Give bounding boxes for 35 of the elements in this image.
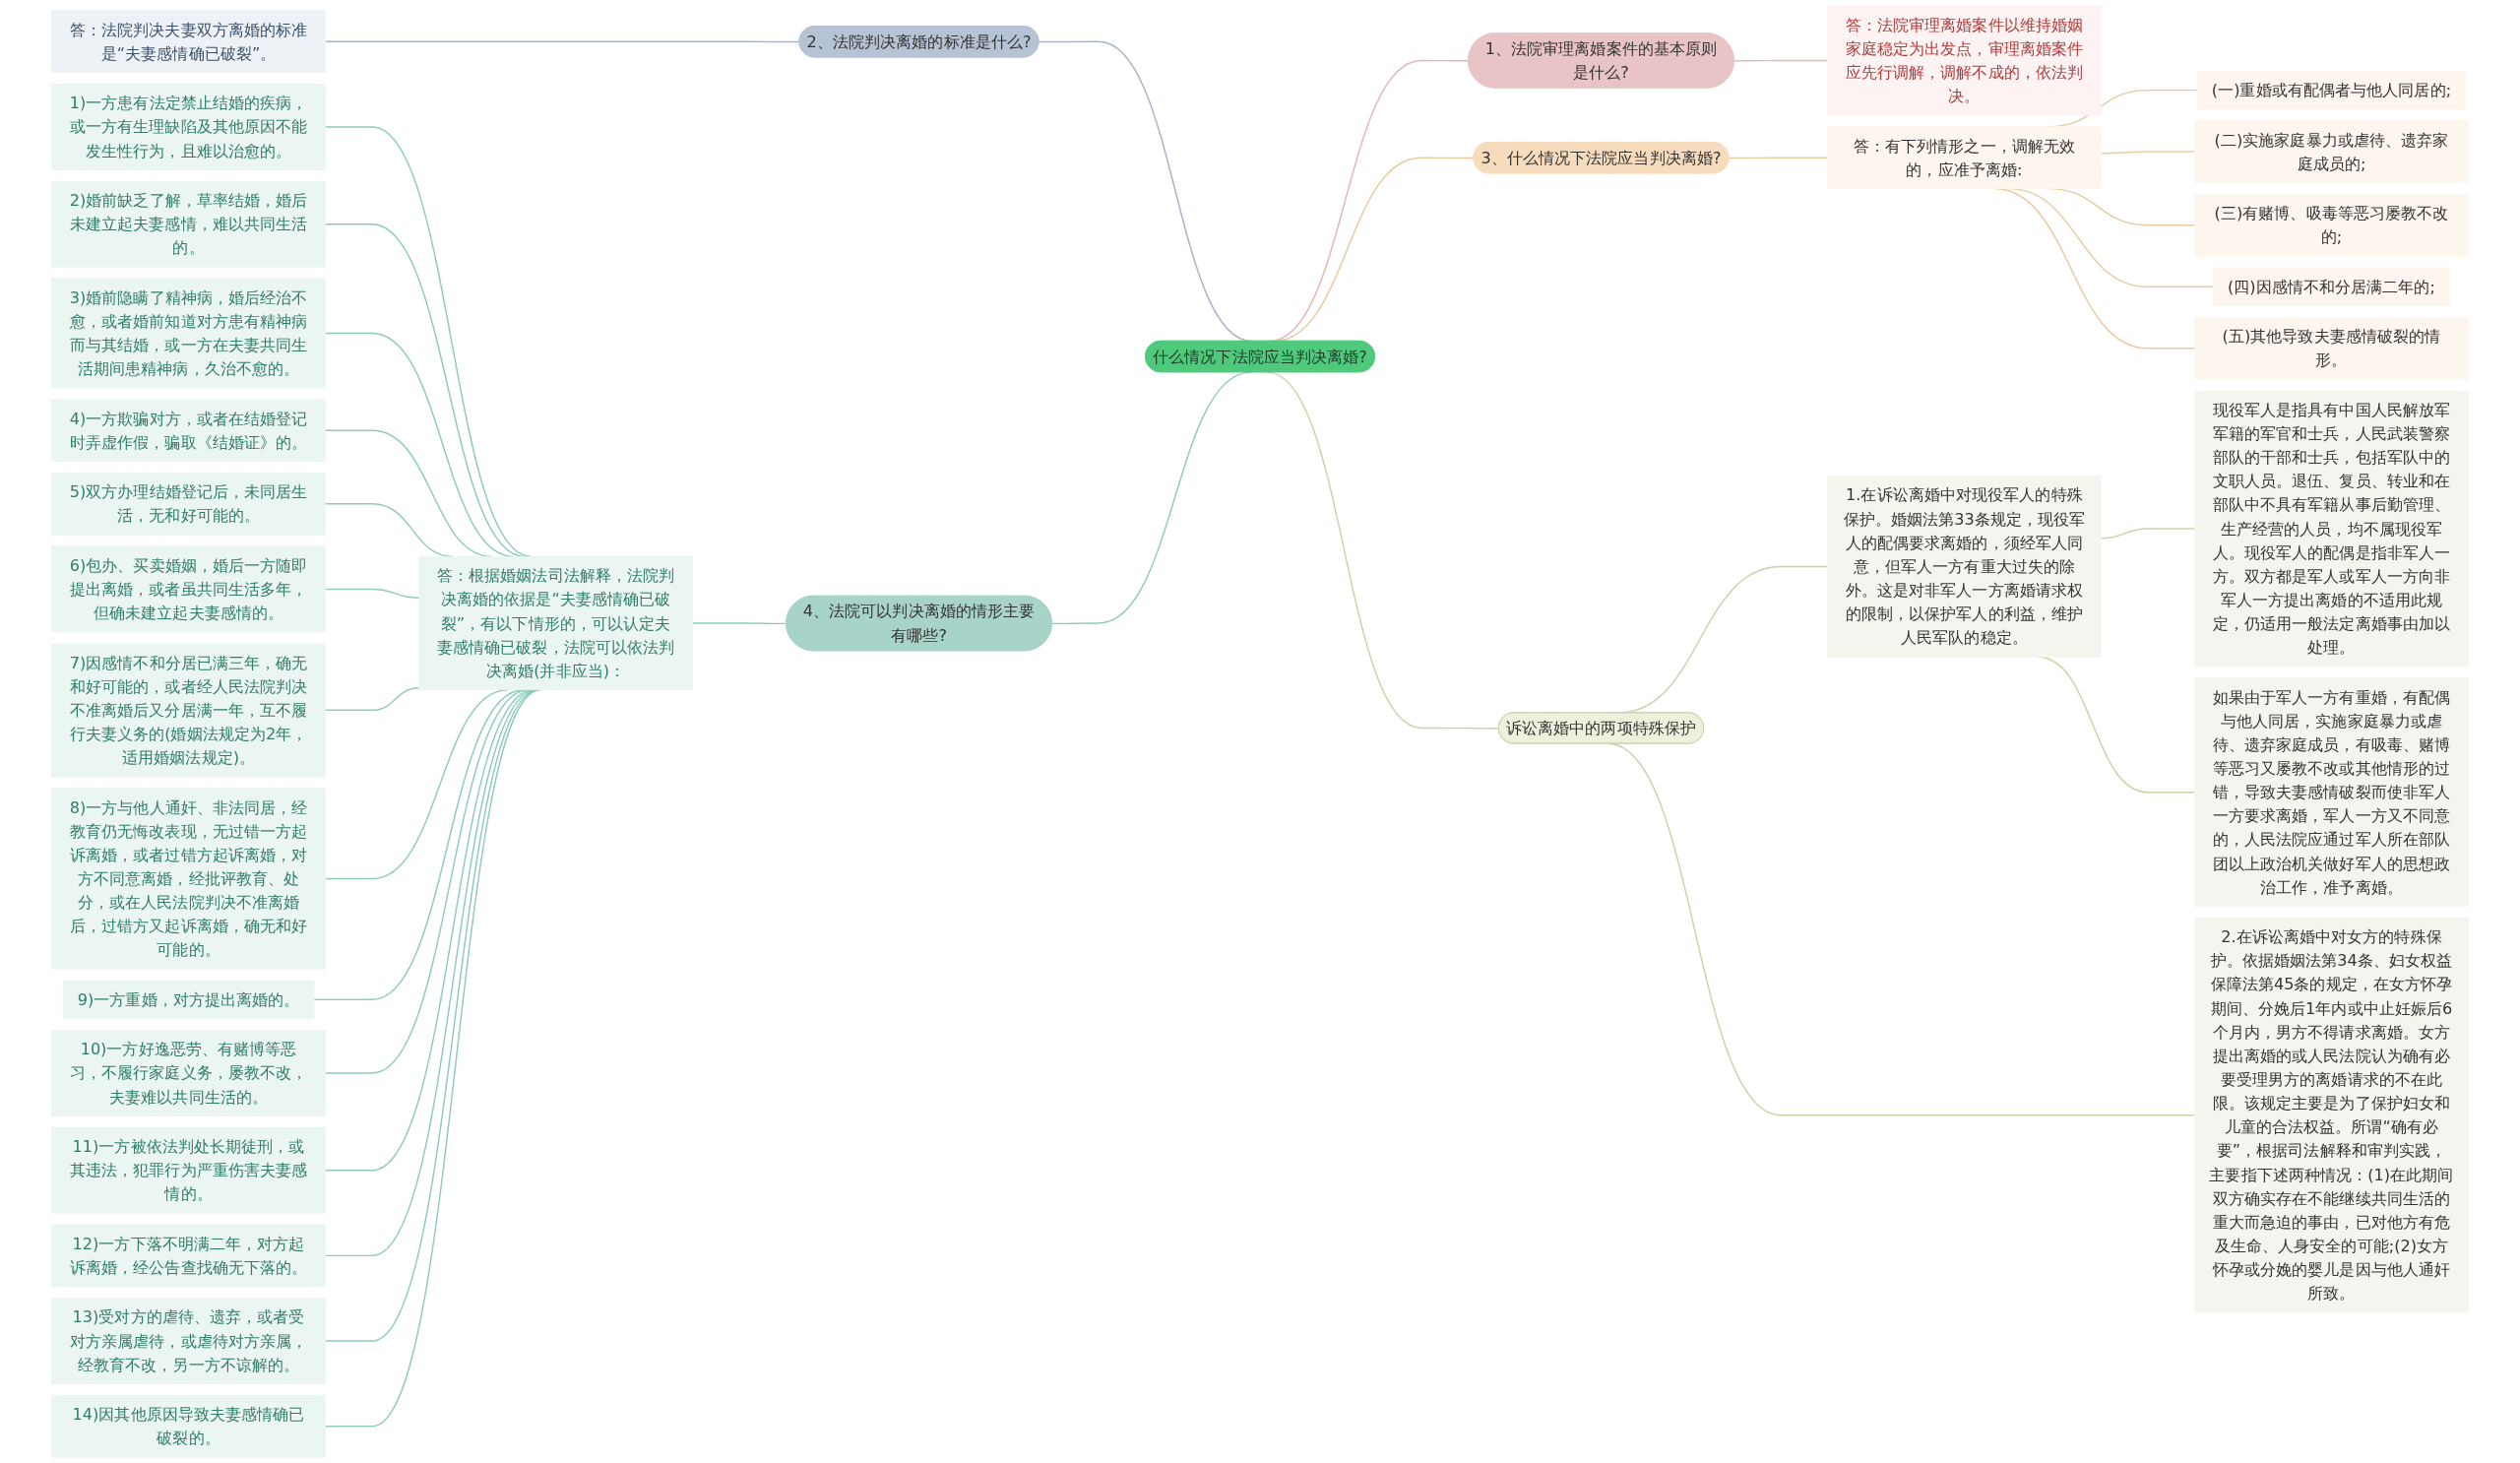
node-box: 5)双方办理结婚登记后，未同居生活，无和好可能的。: [51, 472, 326, 536]
node-box: (四)因感情不和分居满二年的;: [2212, 267, 2450, 307]
connector: [1728, 157, 1829, 159]
connector: [324, 687, 420, 712]
node-box: 10)一方好逸恶劳、有赌博等恶习，不履行家庭义务，屡教不改，夫妻难以共同生活的。: [51, 1030, 326, 1116]
connector: [324, 40, 801, 43]
connector: [1733, 59, 1829, 62]
node-box: 8)一方与他人通奸、非法同居，经教育仍无悔改表现，无过错一方起诉离婚，或者过错方起诉离婚，对方不同意离婚，经批评教育、处分，或在人民法院判决不准离婚后，过错方又起诉离婚，确无和好可能的。: [51, 788, 326, 970]
node-box: 6)包办、买卖婚姻，婚后一方随即提出离婚，或者虽共同生活多年，但确未建立起夫妻感情的。: [51, 545, 326, 633]
node-box: 如果由于军人一方有重婚，有配偶与他人同居，实施家庭暴力或虐待、遗弃家庭成员，有吸毒、赌博等恶习又屡教不改或其他情形的过错，导致夫妻感情破裂而使非军人一方要求离婚，军人一方又不同意的，人民法院应通过军人所在部队团以上政治机关做好军人的思想政治工作，准予离婚。: [2194, 677, 2469, 907]
node-box: 14)因其他原因导致夫妻感情确已破裂的。: [51, 1394, 326, 1458]
node-box: 11)一方被依法判处长期徒刑，或其违法，犯罪行为严重伤害夫妻感情的。: [51, 1126, 326, 1214]
node-box: 3)婚前隐瞒了精神病，婚后经治不愈，或者婚前知道对方患有精神病而与其结婚，或一方在夫妻共同生活期间患精神病，久治不愈的。: [51, 278, 326, 389]
node-box: (五)其他导致夫妻感情破裂的情形。: [2194, 317, 2469, 380]
node-box: 1)一方患有法定禁止结婚的疾病，或一方有生理缺陷及其他原因不能发生性行为，且难以治愈的。: [51, 84, 326, 170]
node-box: (三)有赌博、吸毒等恶习屡教不改的;: [2194, 193, 2469, 257]
node-box: 7)因感情不和分居已满三年，确无和好可能的，或者经人民法院判决不准离婚后又分居满一年，互不履行夫妻义务的(婚姻法规定为2年，适用婚姻法规定)。: [51, 643, 326, 778]
node-box: 1.在诉讼离婚中对现役军人的特殊保护。婚姻法第33条规定，现役军人的配偶要求离婚的，须经军人同意，但军人一方有重大过失的除外。这是对非军人一方离婚请求权的限制，以保护军人的利益，维护人民军队的稳定。: [1827, 476, 2102, 658]
connector: [2100, 528, 2196, 540]
node-box: 答：有下列情形之一，调解无效的，应准予离婚:: [1827, 126, 2102, 189]
node-box: 13)受对方的虐待、遗弃，或者受对方亲属虐待，或虐待对方亲属，经教育不改，另一方不谅解的。: [51, 1298, 326, 1384]
node-box: 答：根据婚姻法司法解释，法院判决离婚的依据是“夫妻感情确已破裂”，有以下情形的，可以认定夫妻感情确已破裂，法院可以依法判决离婚(并非应当)：: [418, 556, 693, 691]
node-box: 9)一方重婚，对方提出离婚的。: [62, 980, 315, 1020]
node-box: 4)一方欺骗对方，或者在结婚登记时弄虚作假，骗取《结婚证》的。: [51, 399, 326, 462]
node-box: (二)实施家庭暴力或虐待、遗弃家庭成员的;: [2194, 120, 2469, 183]
connector: [324, 588, 420, 599]
node-box: (一)重婚或有配偶者与他人同居的;: [2196, 70, 2467, 110]
connector: [691, 622, 788, 625]
node-box: 现役军人是指具有中国人民解放军军籍的军官和士兵，人民武装警察部队的干部和士兵，包括军队中的文职人员。退伍、复员、转业和在部队中不具有军籍从事后勤管理、生产经营的人员，均不属现役军人。现役军人的配偶是指非军人一方。双方都是军人或军人一方向非军人一方提出离婚的不适用此规定，仍适用一般法定离婚事由加以处理。: [2194, 390, 2469, 668]
node-box: 2)婚前缺乏了解，草率结婚，婚后未建立起夫妻感情，难以共同生活的。: [51, 180, 326, 268]
node-box: 答：法院判决夫妻双方离婚的标准是“夫妻感情确已破裂”。: [51, 10, 326, 74]
node-box: 2.在诉讼离婚中对女方的特殊保护。依据婚姻法第34条、妇女权益保障法第45条的规定，在女方怀孕期间、分娩后1年内或中止妊娠后6个月内，男方不得请求离婚。女方提出离婚的或人民法院认为确有必要受理男方的离婚请求的不在此限。该规定主要是为了保护妇女和儿童的合法权益。所谓“确有必要”，根据司法解释和审判实践，主要指下述两种情况：(1)在此期间双方确实存在不能继续共同生活的重大而急迫的事由，已对他方有危及生命、人身安全的可能;(2)女方怀孕或分娩的婴儿是因与他人通奸所致。: [2194, 917, 2469, 1313]
node-box: 答：法院审理离婚案件以维持婚姻家庭稳定为出发点，审理离婚案件应先行调解，调解不成的，依法判决。: [1827, 5, 2102, 116]
connector: [2100, 151, 2196, 155]
node-box: 12)一方下落不明满二年，对方起诉离婚，经公告查找确无下落的。: [51, 1224, 326, 1288]
